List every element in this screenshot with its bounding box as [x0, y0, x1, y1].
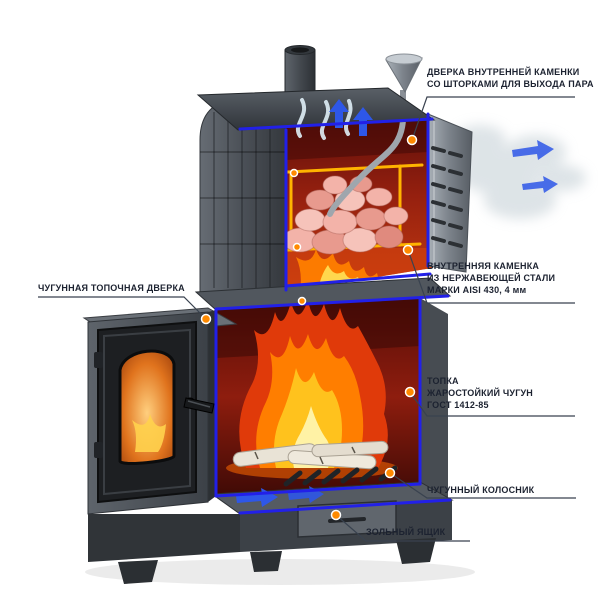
blue-trim-edges	[214, 112, 452, 515]
callout-line-ash-box	[335, 514, 470, 542]
callout-line-firebox	[409, 391, 575, 417]
firebox-right-wall	[420, 298, 448, 500]
door-glass-flame	[132, 414, 166, 452]
marker-furnace-door	[200, 313, 212, 325]
steam-feed-tube	[327, 117, 406, 217]
label-ash-box: ЗОЛЬНЫЙ ЯЩИК	[366, 527, 446, 537]
ground-shadow	[85, 559, 475, 585]
rivet-dot-2	[292, 242, 302, 252]
callout-markers	[200, 134, 418, 521]
rivet-dot-1	[289, 168, 299, 178]
label-inner-heater: ВНУТРЕННЯЯ КАМЕНКА ИЗ НЕРЖАВЕЮЩЕЙ СТАЛИ …	[427, 261, 556, 295]
callout-line-furnace-door	[38, 296, 207, 320]
door-unit-base	[88, 514, 240, 562]
label-furnace-door: ЧУГУННАЯ ТОПОЧНАЯ ДВЕРКА	[38, 283, 185, 293]
ash-drawer	[297, 500, 397, 538]
furnace-door	[94, 320, 215, 504]
door-hinge-top	[94, 352, 103, 368]
callout-line-inner-heater	[407, 249, 575, 304]
callout-line-steam-door	[411, 96, 575, 141]
steam-wisps	[296, 98, 353, 140]
door-handle	[183, 397, 215, 414]
marker-grate	[384, 467, 396, 479]
steam-flow-arrows-right	[512, 140, 558, 193]
stove-top-slab	[196, 87, 436, 131]
stove-legs	[118, 538, 436, 584]
label-steam-door: ДВЕРКА ВНУТРЕННЕЙ КАМЕНКИ СО ШТОРКАМИ ДЛ…	[427, 67, 594, 89]
marker-ash-box	[330, 509, 342, 521]
kamenka-vent-door	[427, 113, 473, 273]
marker-steam-door	[406, 134, 418, 146]
steam-cloud	[454, 125, 586, 219]
marker-inner-heater	[402, 244, 414, 256]
kamenka-outer-casing	[199, 97, 287, 293]
label-firebox: ТОПКА ЖАРОСТОЙКИЙ ЧУГУН ГОСТ 1412-85	[427, 376, 533, 410]
mid-divider-slab	[194, 277, 452, 311]
sauna-stones	[282, 175, 409, 255]
door-hinge-bottom	[94, 442, 103, 458]
callout-line-grate	[389, 472, 576, 499]
rivet-dot-3	[297, 296, 307, 306]
callout-lines	[38, 96, 576, 542]
label-grate: ЧУГУННЫЙ КОЛОСНИК	[427, 485, 535, 495]
vent-slots	[431, 146, 463, 248]
marker-firebox	[404, 386, 416, 398]
firewood-logs	[232, 440, 389, 470]
